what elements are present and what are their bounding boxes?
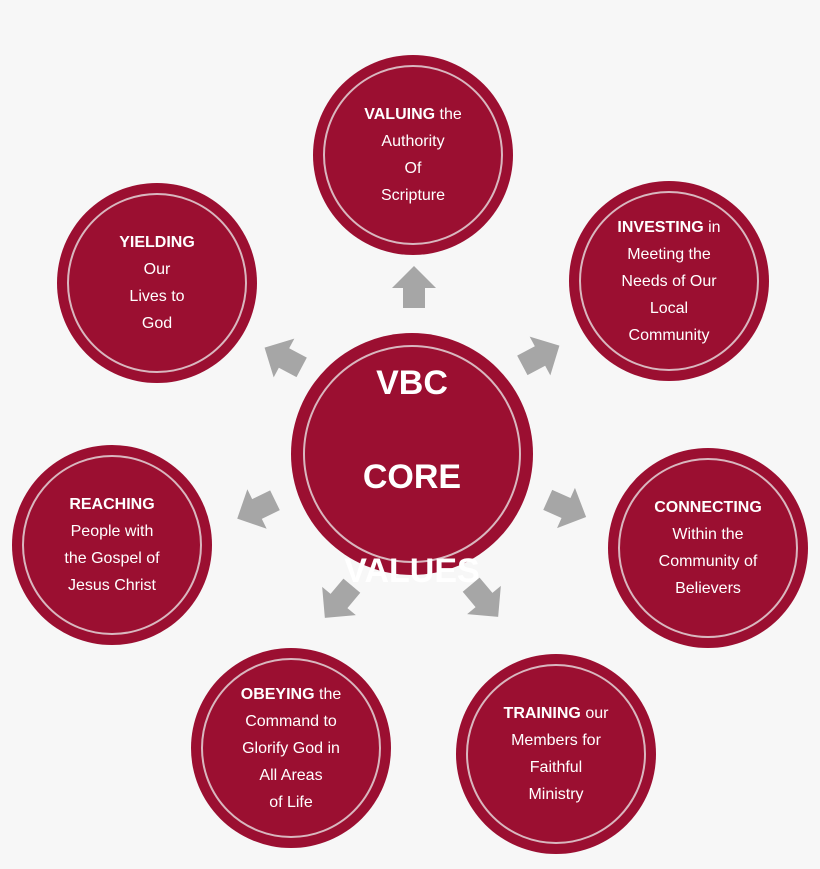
value-text: the Command to Glorify God in All Areas … bbox=[242, 685, 342, 811]
value-label-reaching: REACHING People with the Gospel of Jesus… bbox=[54, 491, 169, 599]
value-keyword: YIELDING bbox=[119, 234, 195, 251]
value-label-investing: INVESTING in Meeting the Needs of Our Lo… bbox=[607, 214, 730, 349]
arrow-reaching bbox=[237, 489, 280, 529]
value-label-yielding: YIELDING Our Lives to God bbox=[109, 229, 205, 337]
value-label-obeying: OBEYING the Command to Glorify God in Al… bbox=[231, 681, 351, 816]
value-text: Our Lives to God bbox=[129, 261, 185, 332]
center-title: VBC CORE VALUES bbox=[344, 313, 479, 595]
arrow-connecting bbox=[543, 487, 587, 529]
value-text: our Members for Faithful Ministry bbox=[511, 705, 609, 803]
value-circle-connecting: CONNECTING Within the Community of Belie… bbox=[608, 448, 808, 648]
center-line-2: CORE bbox=[362, 458, 462, 496]
value-circle-reaching: REACHING People with the Gospel of Jesus… bbox=[12, 445, 212, 645]
arrow-valuing bbox=[392, 266, 436, 308]
center-line-1: VBC bbox=[376, 364, 448, 402]
value-keyword: INVESTING bbox=[617, 218, 704, 236]
value-circle-investing: INVESTING in Meeting the Needs of Our Lo… bbox=[569, 181, 769, 381]
value-text: Within the Community of Believers bbox=[658, 526, 758, 597]
value-circle-yielding: YIELDING Our Lives to God bbox=[57, 183, 257, 383]
value-label-connecting: CONNECTING Within the Community of Belie… bbox=[644, 494, 772, 602]
value-text: the Authority Of Scripture bbox=[380, 106, 462, 204]
value-keyword: OBEYING bbox=[240, 685, 315, 703]
value-circle-obeying: OBEYING the Command to Glorify God in Al… bbox=[191, 648, 391, 848]
value-keyword: VALUING bbox=[364, 106, 436, 123]
center-line-3: VALUES bbox=[344, 552, 480, 590]
arrow-investing bbox=[517, 336, 560, 376]
arrow-yielding bbox=[264, 338, 307, 378]
value-keyword: TRAINING bbox=[503, 705, 581, 722]
value-text: in Meeting the Needs of Our Local Commun… bbox=[621, 218, 721, 344]
value-label-valuing: VALUING the Authority Of Scripture bbox=[354, 101, 472, 209]
value-circle-training: TRAINING our Members for Faithful Minist… bbox=[456, 654, 656, 854]
value-keyword: CONNECTING bbox=[654, 499, 762, 516]
value-keyword: REACHING bbox=[69, 496, 155, 513]
value-circle-valuing: VALUING the Authority Of Scripture bbox=[313, 55, 513, 255]
value-label-training: TRAINING our Members for Faithful Minist… bbox=[494, 700, 619, 808]
center-circle: VBC CORE VALUES bbox=[291, 333, 533, 590]
value-text: People with the Gospel of Jesus Christ bbox=[64, 523, 160, 594]
